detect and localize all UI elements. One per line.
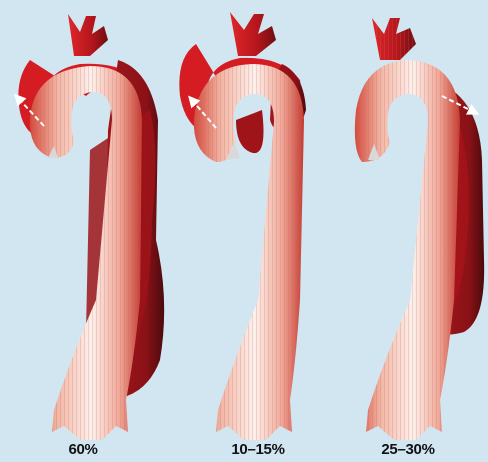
panel-2-head-vessels (230, 12, 276, 56)
panel-2-arch-dissection (179, 12, 306, 440)
panel-1-percent-label: 60% (38, 441, 128, 458)
panel-1-type-a-dissection (18, 14, 164, 440)
panel-2-false-lumen-root (236, 110, 264, 153)
panel-2-percent-label: 10–15% (213, 441, 303, 458)
panel-3-percent-label: 25–30% (363, 441, 453, 458)
panel-3-type-b-dissection (355, 18, 484, 440)
panel-1-head-vessels (68, 14, 108, 56)
